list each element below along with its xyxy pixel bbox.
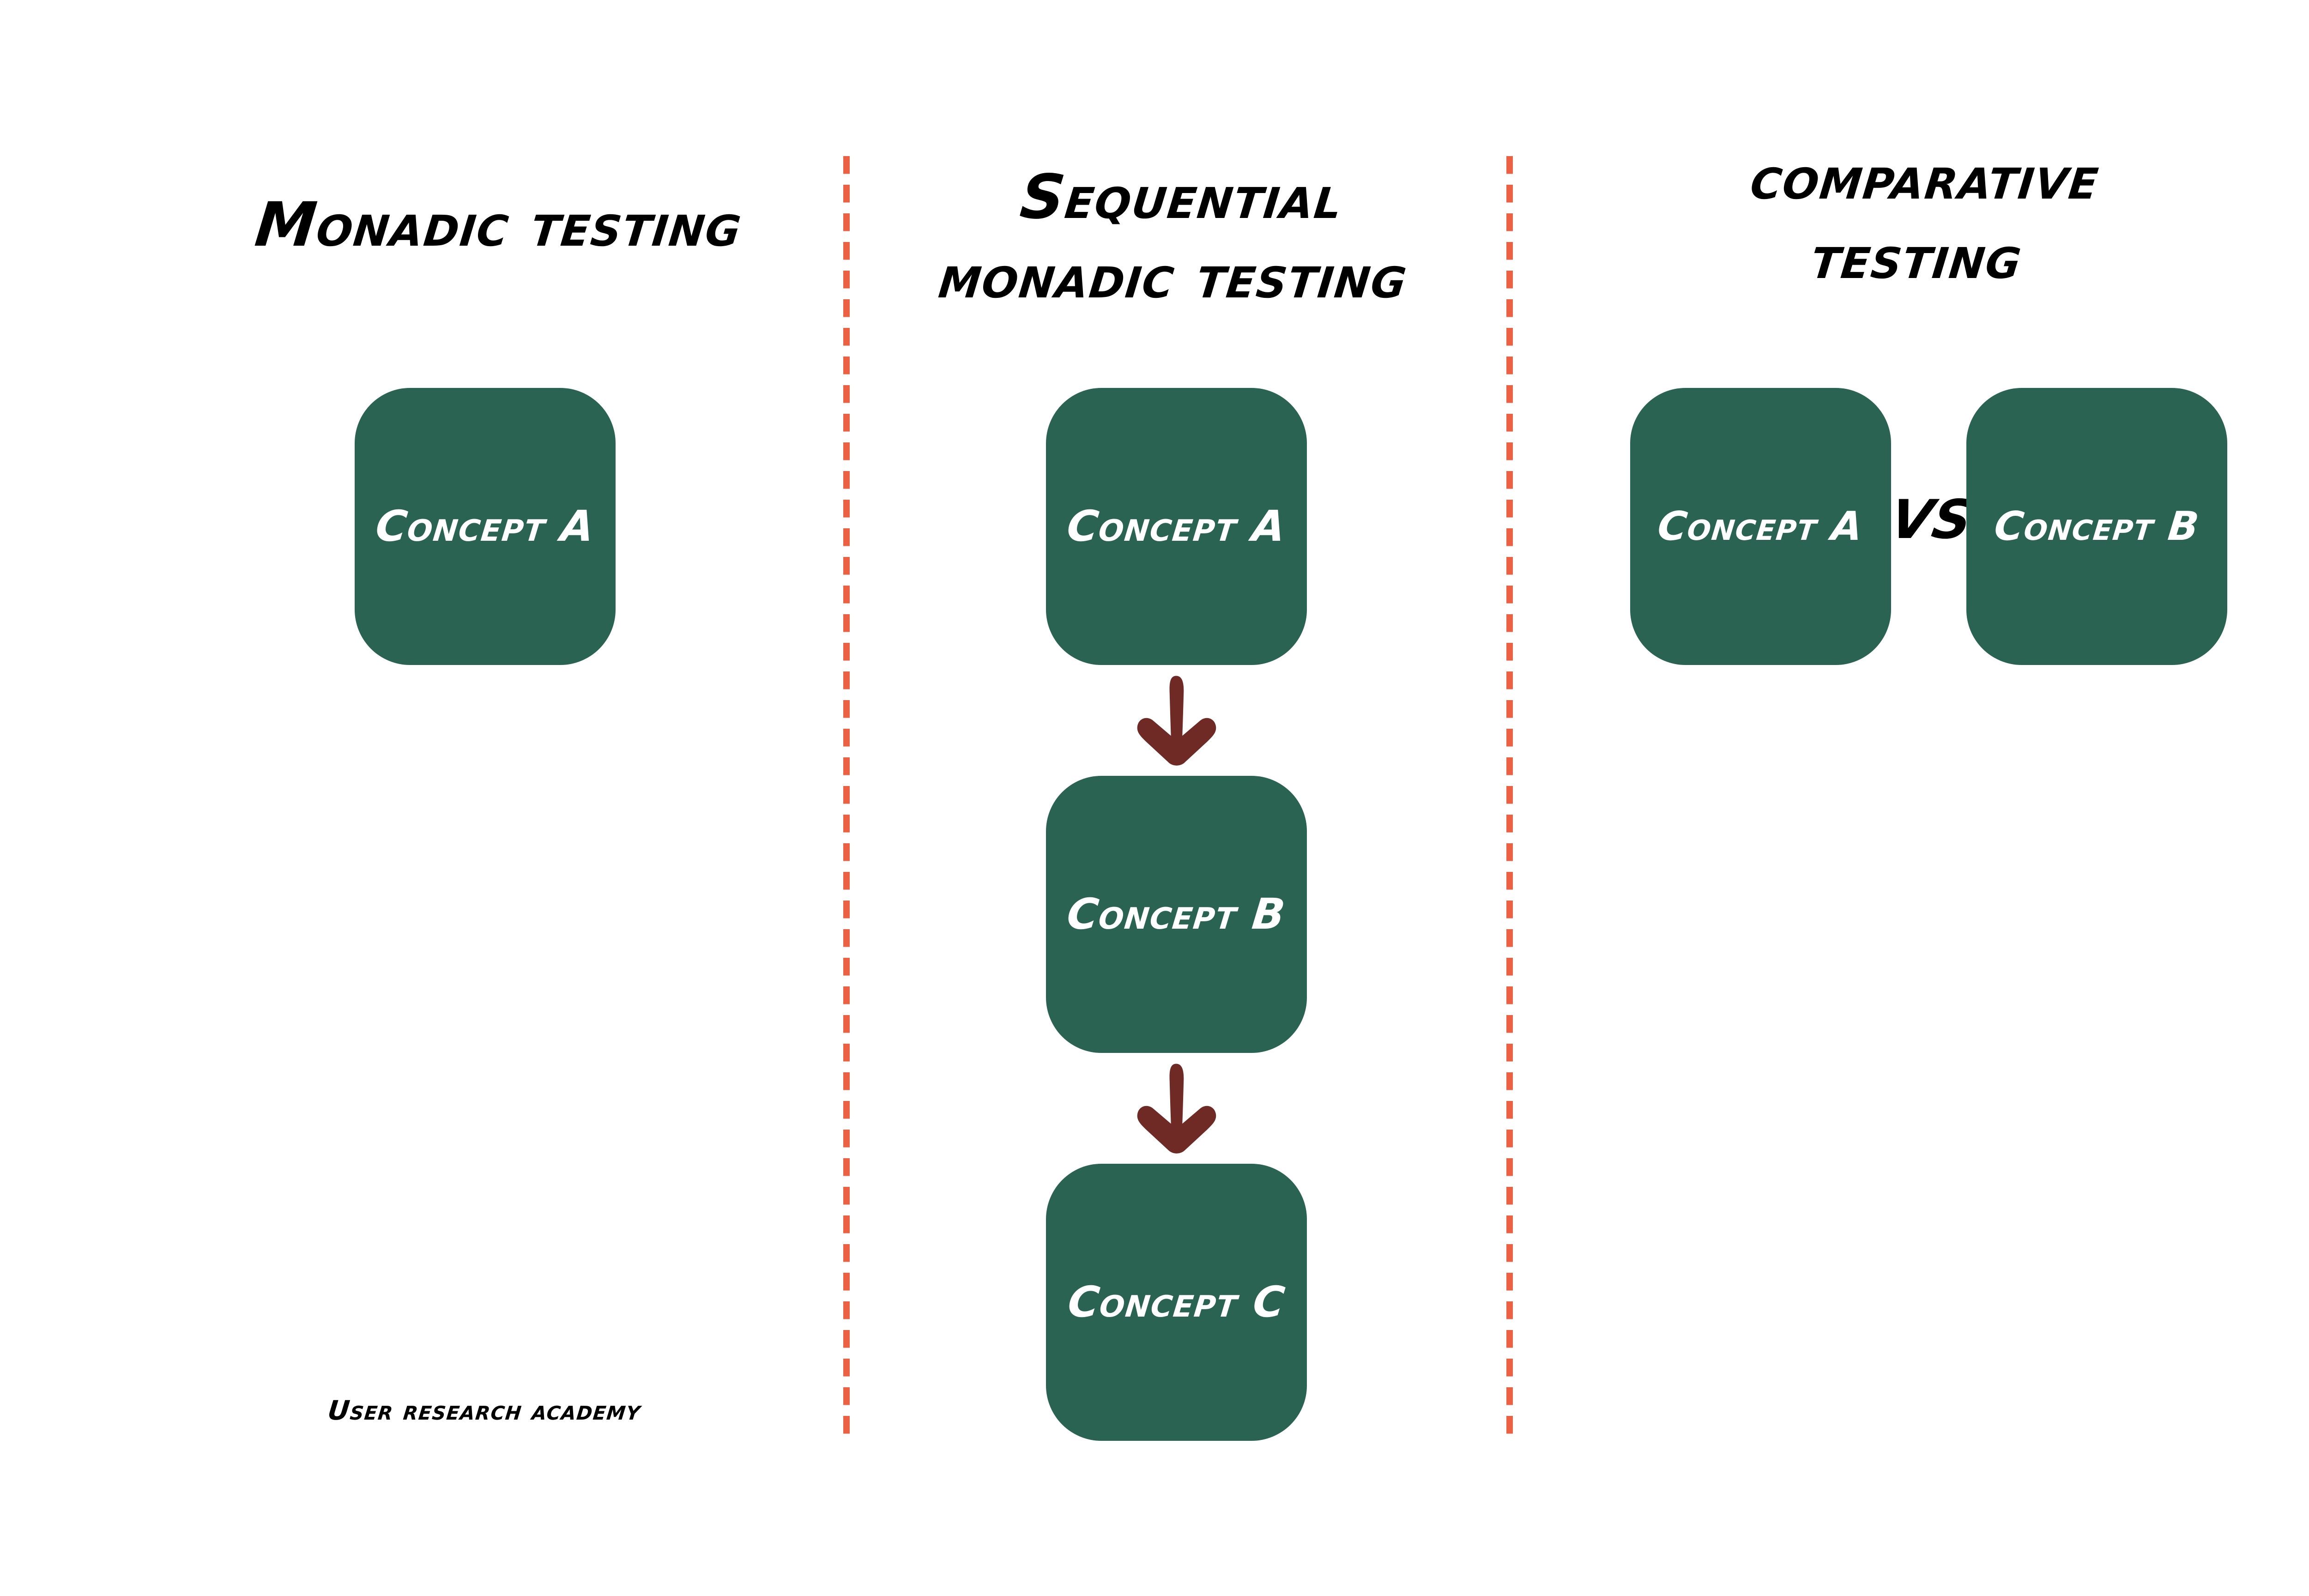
concept-box-label: Concept C <box>1065 1277 1288 1327</box>
column-title-comparative-testing: comparative testing <box>1516 139 2309 297</box>
column-comparative-testing: comparative testing Concept A VS Concept… <box>1524 0 2309 1596</box>
concept-box[interactable]: Concept A <box>1046 388 1307 665</box>
column-sequential-monadic-testing: Sequential monadic testing Concept A Con… <box>859 0 1496 1596</box>
concept-box-label: Concept A <box>373 502 597 551</box>
concept-box-label: Concept B <box>1992 503 2202 550</box>
title-line: Sequential <box>1017 162 1347 233</box>
column-title-monadic-testing: Monadic testing <box>190 186 808 265</box>
concept-box[interactable]: Concept B <box>1046 776 1307 1053</box>
concept-box[interactable]: Concept C <box>1046 1164 1307 1441</box>
concept-box[interactable]: Concept A <box>355 388 616 665</box>
title-line: Monadic testing <box>252 189 746 260</box>
down-arrow-icon <box>1132 671 1220 768</box>
down-arrow-icon <box>1132 1058 1220 1155</box>
footer-credit: User research academy <box>326 1395 642 1426</box>
dashed-divider-1 <box>843 156 850 1445</box>
footer-credit-text: User research academy <box>326 1395 643 1426</box>
concept-box-label: Concept A <box>1656 503 1866 550</box>
dashed-divider-2 <box>1506 156 1513 1445</box>
concept-box-label: Concept A <box>1064 502 1288 551</box>
title-line: monadic testing <box>936 241 1411 312</box>
title-line: testing <box>1808 221 2026 293</box>
vs-label: VS <box>1886 489 1977 551</box>
concept-box[interactable]: Concept B <box>1966 388 2227 665</box>
column-monadic-testing: Monadic testing Concept A User research … <box>194 0 804 1596</box>
concept-box[interactable]: Concept A <box>1630 388 1891 665</box>
vs-label-text: VS <box>1886 489 1978 551</box>
concept-box-label: Concept B <box>1064 889 1288 939</box>
title-line: comparative <box>1747 142 2103 213</box>
column-title-sequential-monadic-testing: Sequential monadic testing <box>851 158 1505 316</box>
